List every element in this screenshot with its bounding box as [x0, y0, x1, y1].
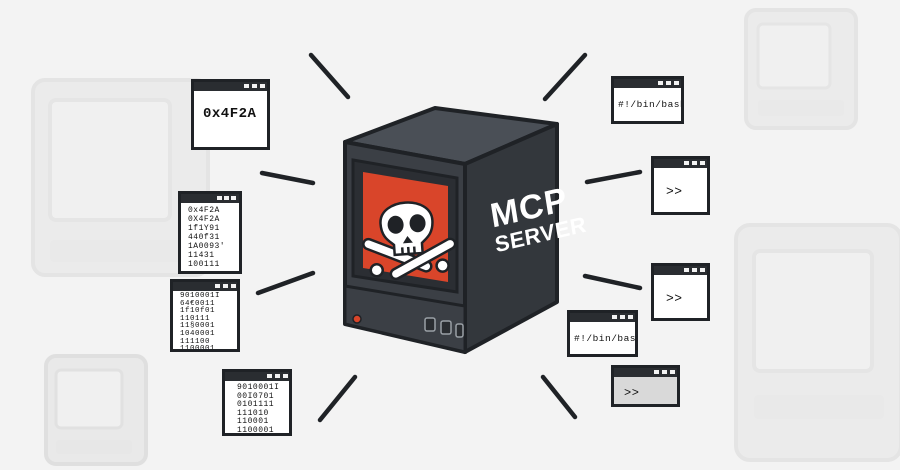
drive-slot	[455, 323, 464, 338]
terminal-window: #!/bin/bash	[567, 310, 638, 357]
window-titlebar	[614, 79, 681, 88]
code-window: 9010001I 00I0701 0101111 111010 110001 1…	[222, 369, 292, 436]
connector-line	[582, 273, 643, 291]
window-text: >>	[614, 377, 677, 404]
window-text: #!/bin/bash	[574, 333, 638, 344]
connector-line	[584, 169, 643, 185]
connector-line	[540, 374, 578, 420]
background-computer-icon	[744, 8, 858, 130]
terminal-window: >>	[651, 156, 710, 215]
code-window: 0x4F2A	[191, 79, 270, 150]
window-titlebar	[570, 313, 635, 322]
background-computer-icon	[734, 223, 900, 462]
window-titlebar	[181, 194, 239, 203]
window-titlebar	[173, 282, 237, 291]
window-titlebar	[194, 82, 267, 91]
connector-line	[259, 170, 316, 186]
connector-line	[308, 52, 351, 100]
window-titlebar	[654, 159, 707, 168]
background-computer-icon	[44, 354, 148, 466]
window-text: 0x4F2A 0X4F2A 1f1Y91 440f31 1A0093' 1143…	[188, 206, 226, 269]
window-text: 9010001I 64€0011 1f10f01 110111 11§0001 …	[180, 292, 221, 352]
terminal-window: >>	[611, 365, 680, 407]
code-window: 9010001I 64€0011 1f10f01 110111 11§0001 …	[170, 279, 240, 352]
code-window: 0x4F2A 0X4F2A 1f1Y91 440f31 1A0093' 1143…	[178, 191, 242, 274]
window-text: 0x4F2A	[203, 106, 257, 122]
terminal-window: >>	[651, 263, 710, 321]
power-led	[352, 314, 362, 324]
window-titlebar	[225, 372, 289, 381]
terminal-window: #!/bin/bash	[611, 76, 684, 124]
window-titlebar	[614, 368, 677, 377]
window-text: >>	[666, 291, 683, 306]
background-computer-icon	[31, 78, 210, 277]
window-text: 9010001I 00I0701 0101111 111010 110001 1…	[237, 383, 280, 435]
connector-line	[317, 374, 358, 423]
connector-line	[255, 270, 316, 296]
mcp-server-computer	[343, 106, 559, 354]
connector-line	[542, 52, 588, 102]
window-text: >>	[666, 184, 683, 199]
skull-and-crossbones-icon	[362, 201, 457, 281]
window-text: #!/bin/bash	[618, 99, 684, 110]
drive-slot	[424, 317, 436, 332]
window-titlebar	[654, 266, 707, 275]
drive-slot	[440, 320, 452, 335]
